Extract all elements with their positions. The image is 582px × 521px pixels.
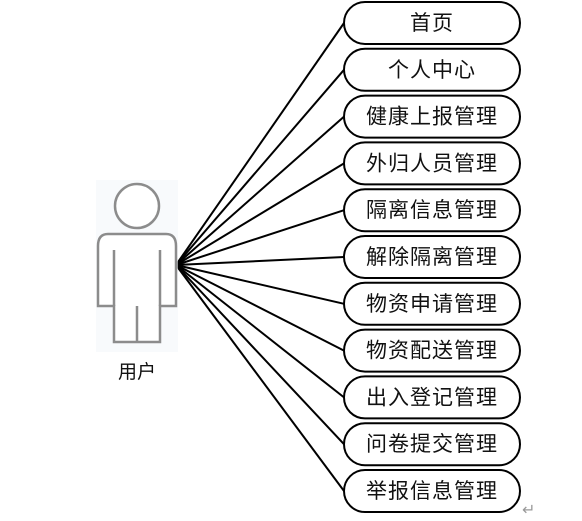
use-case: 问卷提交管理 [343, 422, 521, 467]
association-line [175, 264, 345, 305]
use-case: 隔离信息管理 [343, 188, 521, 233]
paragraph-mark: ↵ [522, 500, 535, 519]
use-case: 解除隔离管理 [343, 235, 521, 279]
use-case-box [343, 141, 521, 186]
use-case-box [343, 94, 521, 139]
use-case: 举报信息管理 [343, 469, 521, 513]
use-case-label: 外归人员管理 [366, 151, 498, 175]
association-line [175, 264, 345, 445]
use-case-label: 出入登记管理 [366, 385, 498, 409]
use-case-label: 隔离信息管理 [366, 198, 498, 222]
use-case-label: 首页 [410, 11, 454, 35]
association-line [175, 22, 345, 266]
use-case-box [343, 47, 521, 92]
use-case-label: 解除隔离管理 [366, 245, 498, 269]
association-line [175, 69, 345, 266]
association-line [175, 256, 345, 266]
use-case: 物资配送管理 [343, 328, 521, 373]
use-case-box [343, 188, 521, 233]
use-case-label: 举报信息管理 [366, 479, 498, 503]
actor-body [96, 232, 178, 344]
association-line [175, 209, 345, 266]
actor-head [113, 182, 161, 230]
use-case-box [343, 328, 521, 373]
use-case-label: 个人中心 [388, 58, 476, 82]
use-case-box [343, 422, 521, 467]
user-actor: 用户 [96, 180, 178, 383]
use-case-label: 健康上报管理 [366, 105, 498, 129]
use-case: 物资申请管理 [343, 281, 521, 326]
use-case-box [343, 469, 521, 513]
use-case-label: 问卷提交管理 [366, 432, 498, 456]
association-line [175, 264, 345, 399]
association-line [175, 115, 345, 266]
association-lines [175, 22, 345, 492]
use-case: 出入登记管理 [343, 375, 521, 420]
use-case-list: 首页个人中心健康上报管理外归人员管理隔离信息管理解除隔离管理物资申请管理物资配送… [343, 1, 521, 513]
actor-label: 用户 [118, 361, 156, 383]
use-case-box [343, 375, 521, 420]
use-case: 首页 [343, 1, 521, 45]
association-line [175, 264, 345, 352]
association-line [175, 162, 345, 266]
association-line [175, 264, 345, 492]
use-case-box [343, 235, 521, 279]
use-case: 外归人员管理 [343, 141, 521, 186]
use-case-label: 物资配送管理 [366, 339, 498, 363]
use-case-box [343, 281, 521, 326]
use-case-box [343, 1, 521, 45]
use-case-label: 物资申请管理 [366, 292, 498, 316]
use-case: 健康上报管理 [343, 94, 521, 139]
use-case: 个人中心 [343, 47, 521, 92]
